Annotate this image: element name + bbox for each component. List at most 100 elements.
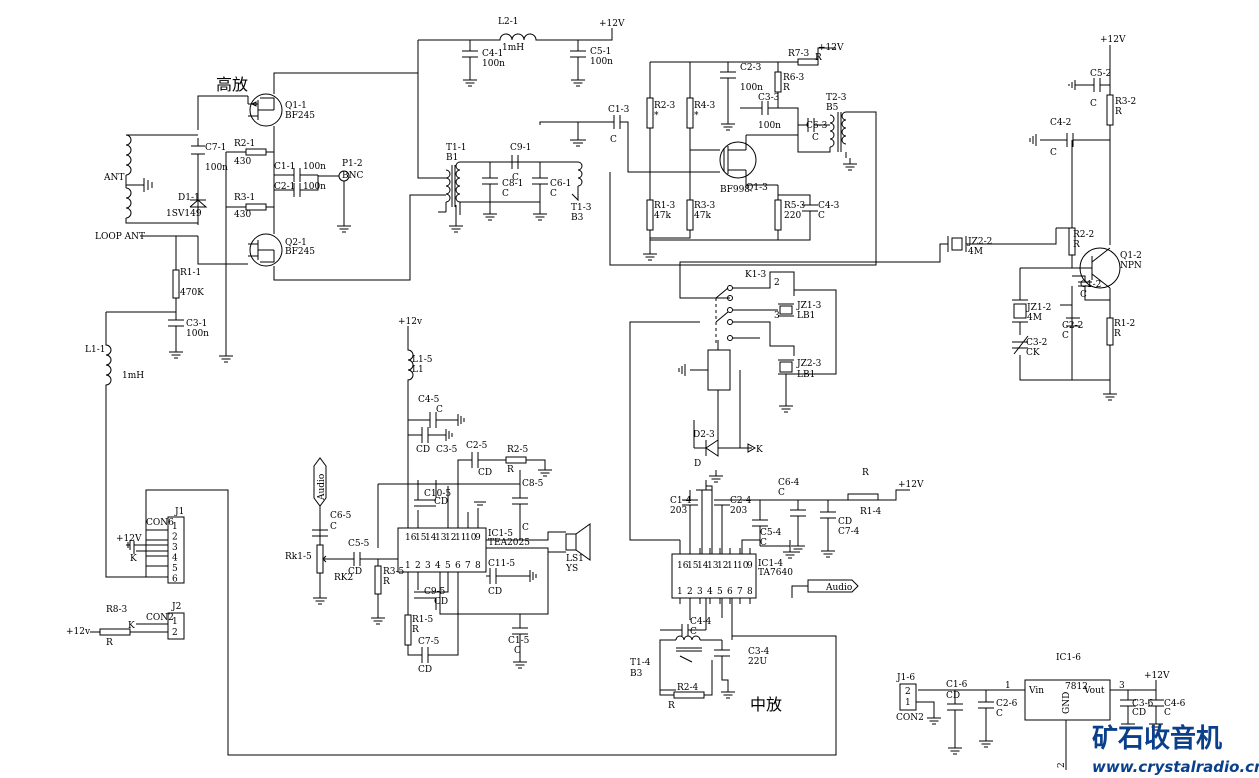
ic1-4-bottom-pin-7: 7 bbox=[737, 587, 743, 597]
ic1-5-bottom-pin-6: 6 bbox=[455, 561, 461, 571]
c3-6-ref: C3-6 bbox=[1132, 699, 1154, 709]
d1-1-value: 1SV149 bbox=[166, 209, 202, 219]
ic1-4-value: TA7640 bbox=[758, 568, 793, 578]
ic1-5-top-pin-13: 13 bbox=[435, 533, 447, 543]
c6-4-ref: C6-4 bbox=[778, 478, 800, 488]
if-amp-title: 中放 bbox=[750, 695, 782, 714]
t2-3-value: B5 bbox=[826, 103, 839, 113]
capacitor-c2-3: C2-3 100n bbox=[720, 62, 763, 131]
j1-pin-1: 1 bbox=[172, 522, 178, 532]
r1-1-value: 470K bbox=[180, 288, 204, 298]
jz1-3-pin2: 2 bbox=[774, 278, 780, 288]
crystal-jz1-2: JZ1-2 4M bbox=[1012, 299, 1051, 323]
capacitor-c4-1: C4-1 100n bbox=[462, 40, 505, 87]
power-supply-section: IC1-6 Vin 7812 Vout GND 1 2 3 +12V J1-6 … bbox=[896, 653, 1186, 770]
c2-2-ref: C2-2 bbox=[1062, 321, 1083, 331]
capacitor-c3-2: C3-2 CK bbox=[1012, 335, 1047, 358]
c10-5-value: CD bbox=[434, 497, 448, 507]
r2-2-value: R bbox=[1073, 240, 1080, 250]
c5-5-value: CD bbox=[348, 567, 362, 577]
ic1-4-top-pin-13: 13 bbox=[707, 561, 719, 571]
watermark-url: www.crystalradio.cn bbox=[1092, 758, 1259, 776]
c4-1-ref: C4-1 bbox=[482, 49, 503, 59]
r1-5-ref: R1-5 bbox=[412, 615, 434, 625]
ic1-5-value: TEA2025 bbox=[488, 538, 530, 548]
c3-6-value: CD bbox=[1132, 708, 1146, 718]
c2-5-value: CD bbox=[478, 468, 492, 478]
resistor-r3-2: R3-2 R bbox=[1106, 94, 1136, 126]
c1-5-value: C bbox=[514, 646, 521, 656]
j1-ref: J1 bbox=[174, 507, 184, 517]
inductor-l1-1: L1-1 1mH bbox=[85, 312, 146, 578]
capacitor-c6-4: C6-4 C bbox=[778, 478, 806, 553]
j1-pin-6: 6 bbox=[172, 575, 178, 585]
j1-6-value: CON2 bbox=[896, 713, 924, 723]
ic1-5-top-pin-12: 12 bbox=[445, 533, 456, 543]
j1-6-pin-1: 1 bbox=[905, 698, 911, 708]
q2-1-value: BF245 bbox=[285, 247, 315, 257]
d2-3-ref: D2-3 bbox=[693, 430, 715, 440]
capacitor-c10-5: C10-5 CD bbox=[414, 480, 451, 528]
jz1-2-ref: JZ1-2 bbox=[1026, 303, 1051, 313]
ic1-5-top-pin-14: 14 bbox=[425, 533, 437, 543]
ic1-5-bottom-pin-5: 5 bbox=[445, 561, 451, 571]
c1-4-ref: C1-4 bbox=[670, 496, 692, 506]
c1-3-ref: C1-3 bbox=[608, 105, 630, 115]
k-label-j1: K bbox=[130, 554, 137, 564]
k1-3-ref: K1-3 bbox=[745, 270, 766, 280]
c9-1-value: C bbox=[512, 173, 519, 183]
watermark-title: 矿石收音机 bbox=[1092, 723, 1222, 754]
c8-1-value: C bbox=[502, 189, 509, 199]
capacitor-c5-5: C5-5 CD bbox=[330, 539, 398, 577]
t1-3-ref: T1-3 bbox=[571, 203, 592, 213]
ic1-5-bottom-pin-3: 3 bbox=[425, 561, 431, 571]
r3-5-ref: R3-5 bbox=[383, 567, 405, 577]
c4-5-value: C bbox=[436, 405, 443, 415]
c6-4-value: C bbox=[778, 488, 785, 498]
c4-6-value: C bbox=[1164, 708, 1171, 718]
diode-d1-1: D1-1 1SV149 bbox=[166, 162, 208, 225]
ic1-4-bottom-pin-3: 3 bbox=[697, 587, 703, 597]
resistor-r3-1: R3-1 430 bbox=[226, 193, 274, 220]
r2-4-value: R bbox=[668, 701, 675, 711]
transistor-q1-1: Q1-1 BF245 bbox=[247, 93, 315, 127]
inductor-l1-5: L1-5 L1 bbox=[407, 326, 433, 528]
p1-2-ref: P1-2 bbox=[342, 159, 363, 169]
plus12v-j1: +12V bbox=[116, 534, 142, 544]
r2-5-value: R bbox=[507, 465, 514, 475]
rk1-5-ref: Rk1-5 bbox=[285, 552, 312, 562]
k-label-d2: K bbox=[756, 445, 763, 455]
c2-3-value: 100n bbox=[740, 83, 763, 93]
transformer-t2-3: T2-3 B5 bbox=[609, 93, 877, 266]
capacitor-c4-2: C4-2 C bbox=[1029, 118, 1110, 158]
c3-2-ref: C3-2 bbox=[1026, 338, 1047, 348]
jz2-3-value: LB1 bbox=[797, 370, 815, 380]
j1-6-pin-2: 2 bbox=[905, 687, 911, 697]
c5-4-value: C bbox=[760, 538, 767, 548]
ic1-5-top-pin-9: 9 bbox=[475, 533, 481, 543]
c4-3-value: C bbox=[818, 211, 825, 221]
ic1-4-top-pin-15: 15 bbox=[687, 561, 699, 571]
plus12v-l2: +12V bbox=[599, 19, 625, 29]
c2-4-ref: C2-4 bbox=[730, 496, 752, 506]
q1-1-ref: Q1-1 bbox=[285, 101, 307, 111]
jz1-3-ref: JZ1-3 bbox=[796, 301, 822, 311]
capacitor-c4-5: C4-5 C bbox=[408, 395, 465, 428]
c6-3-ref: C6-3 bbox=[806, 121, 828, 131]
antenna-coil: ANT LOOP ANT bbox=[95, 134, 198, 242]
r1-2-ref: R1-2 bbox=[1114, 319, 1135, 329]
c1-6-value: CD bbox=[946, 691, 960, 701]
c5-1-ref: C5-1 bbox=[590, 47, 611, 57]
r4-3-value: * bbox=[694, 111, 699, 121]
r6-3-ref: R6-3 bbox=[783, 73, 805, 83]
ic1-6-gnd: GND bbox=[1062, 692, 1072, 714]
r3-1-value: 430 bbox=[234, 210, 251, 220]
capacitor-c2-2: C2-2 C bbox=[1060, 304, 1083, 341]
resistor-r1-1: R1-1 470K bbox=[172, 236, 204, 318]
resistor-r2-5: R2-5 R bbox=[505, 445, 553, 477]
audio-port-out: Audio bbox=[791, 579, 859, 598]
c3-1-value: 100n bbox=[186, 329, 209, 339]
c3-5-ref: C3-5 bbox=[436, 445, 458, 455]
